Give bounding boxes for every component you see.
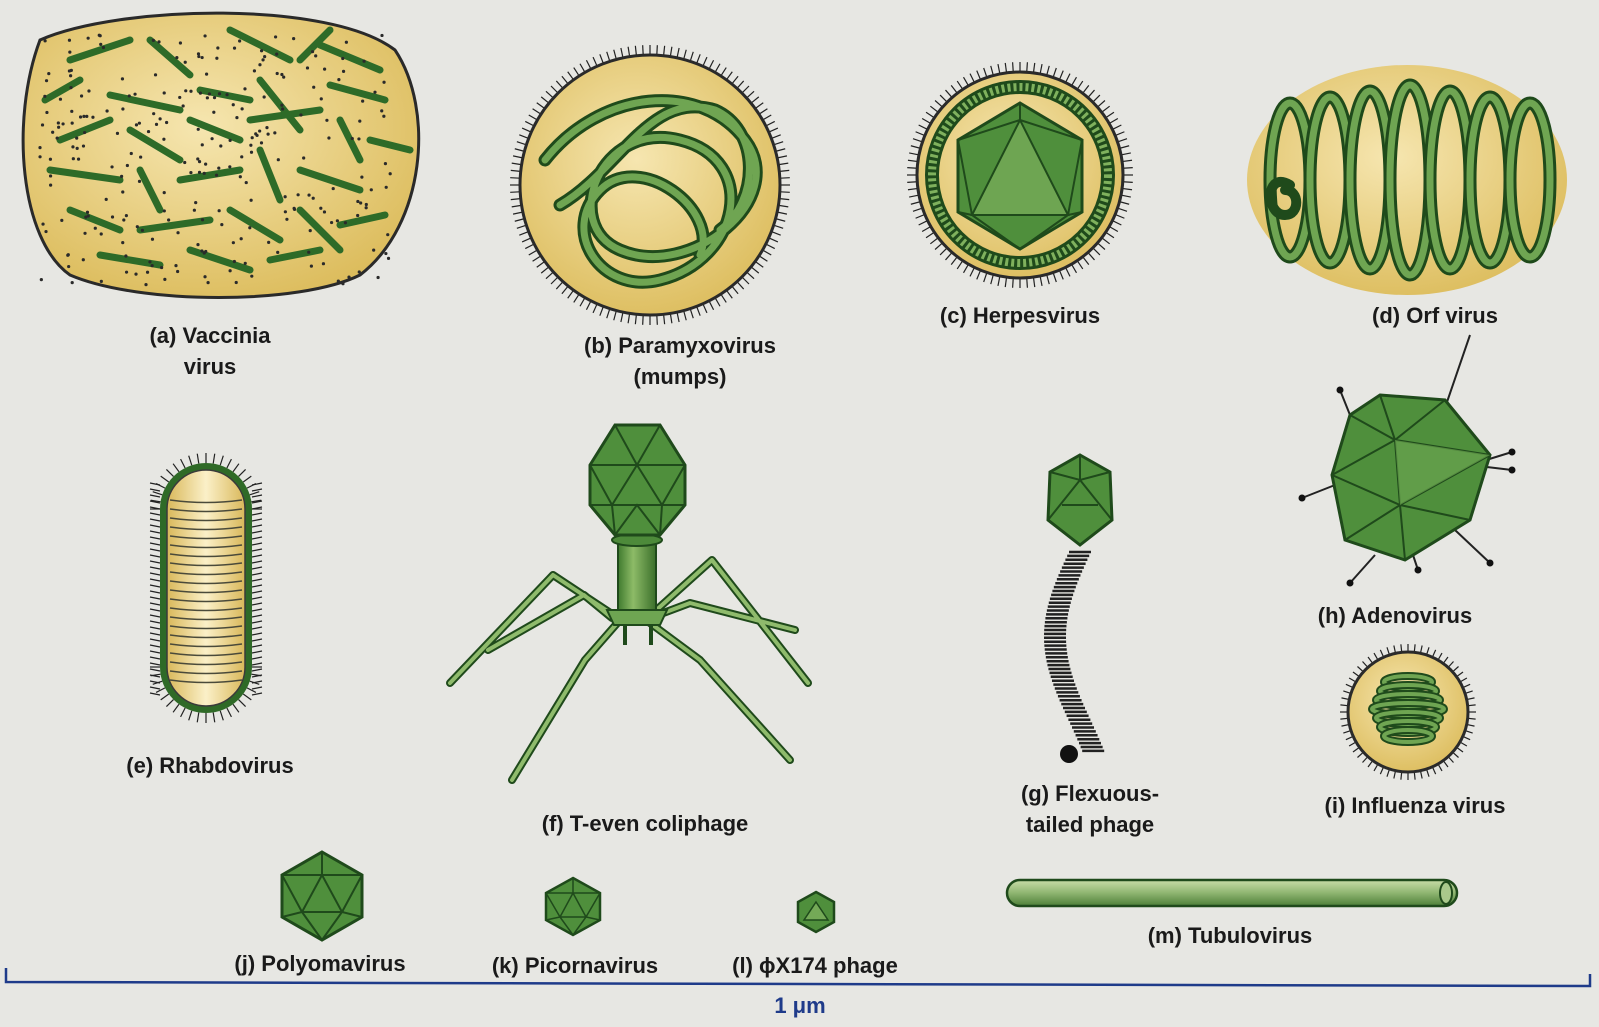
label-herpesvirus: (c) Herpesvirus xyxy=(920,300,1120,331)
label-orf-virus: (d) Orf virus xyxy=(1360,300,1510,331)
herpesvirus-drawing xyxy=(907,62,1133,288)
influenza-virus-drawing xyxy=(1340,644,1476,780)
orf-virus-drawing xyxy=(1247,65,1567,295)
label-picornavirus: (k) Picornavirus xyxy=(485,950,665,981)
label-adenovirus: (h) Adenovirus xyxy=(1310,600,1480,631)
polyomavirus-drawing xyxy=(282,852,362,940)
label-flexuous-tailed-phage: (g) Flexuous-tailed phage xyxy=(990,778,1190,840)
label-tubulovirus: (m) Tubulovirus xyxy=(1140,920,1320,951)
label-influenza-virus: (i) Influenza virus xyxy=(1305,790,1525,821)
picornavirus-drawing xyxy=(546,878,600,935)
label-vaccinia-virus: (a) Vacciniavirus xyxy=(140,320,280,382)
phix174-phage-drawing xyxy=(798,892,834,932)
tubulovirus-drawing xyxy=(1007,880,1457,906)
label-paramyxovirus: (b) Paramyxovirus(mumps) xyxy=(555,330,805,392)
rhabdovirus-drawing xyxy=(150,453,262,723)
vaccinia-virus-drawing xyxy=(23,13,419,297)
label-polyomavirus: (j) Polyomavirus xyxy=(230,948,410,979)
flexuous-tailed-phage-drawing xyxy=(1044,455,1112,763)
label-rhabdovirus: (e) Rhabdovirus xyxy=(110,750,310,781)
label-t-even-coliphage: (f) T-even coliphage xyxy=(525,808,765,839)
scale-bar-label: 1 μm xyxy=(755,990,845,1021)
adenovirus-drawing xyxy=(1299,335,1516,587)
t-even-coliphage-drawing xyxy=(450,425,808,780)
label-phix174-phage: (l) ϕX174 phage xyxy=(725,950,905,981)
paramyxovirus-drawing xyxy=(510,45,790,325)
